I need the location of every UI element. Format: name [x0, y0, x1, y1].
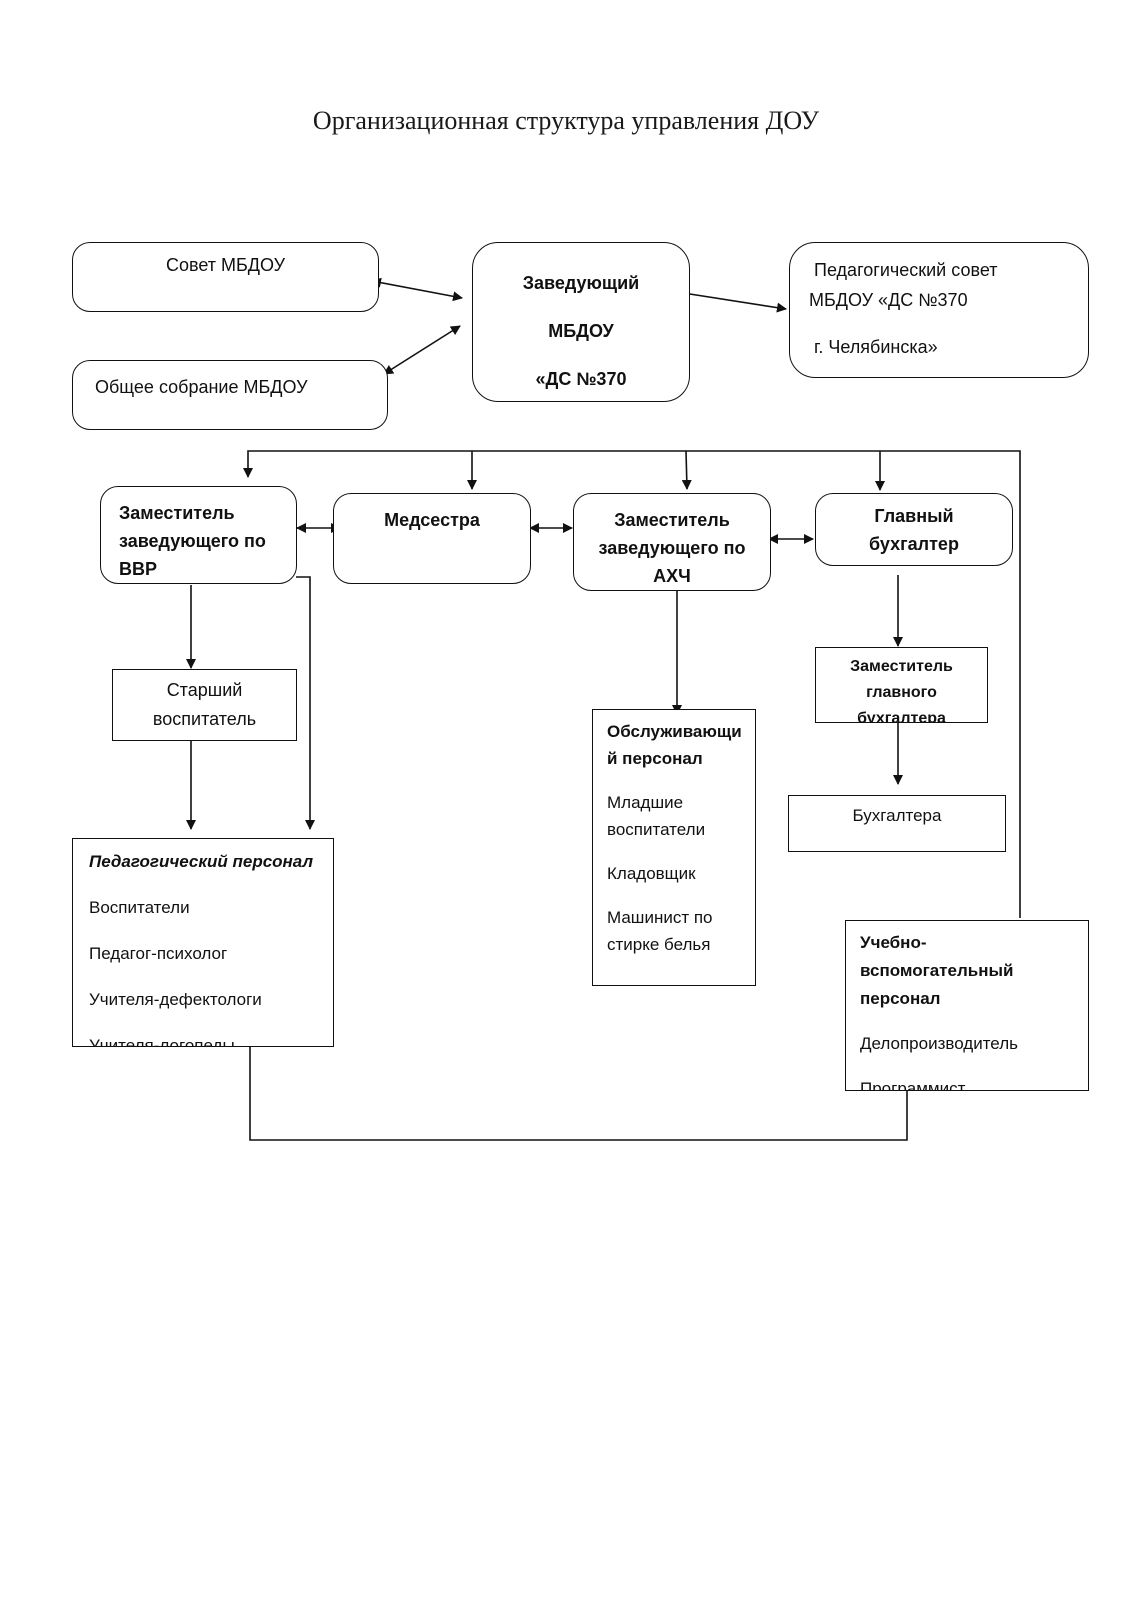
- deputy-vr-box: Заместитель заведующего по ВВР: [100, 486, 297, 584]
- support-staff-item-programmer: Программист: [860, 1079, 966, 1091]
- chief-accountant-box: Главный бухгалтер: [815, 493, 1013, 566]
- deputy-vr-line3: ВВР: [119, 559, 158, 579]
- general-meeting-box: Общее собрание МБДОУ: [72, 360, 388, 430]
- page-title: Организационная структура управления ДОУ: [312, 106, 820, 135]
- council-label: Совет МБДОУ: [165, 255, 286, 275]
- general-meeting-label: Общее собрание МБДОУ: [95, 377, 308, 397]
- pedagogical-staff-heading: Педагогический персонал: [89, 852, 314, 871]
- deputy-chief-accountant-line3: бухгалтера: [857, 710, 946, 723]
- service-staff-item-laundry: Машинист по: [607, 908, 713, 927]
- deputy-vr-line1: Заместитель: [119, 503, 235, 523]
- chief-accountant-line2: бухгалтер: [869, 534, 959, 554]
- senior-teacher-box: Старший воспитатель: [112, 669, 297, 741]
- arrow-vr-pedstaff: [296, 576, 315, 830]
- link-staffs: [249, 1043, 908, 1141]
- deputy-chief-accountant-line2: главного: [866, 684, 937, 701]
- nurse-box: Медсестра: [333, 493, 531, 584]
- arrow-head-pedcouncil: [676, 288, 787, 313]
- support-staff-item-clerk: Делопроизводитель: [860, 1034, 1018, 1053]
- service-staff-item-storekeeper: Кладовщик: [607, 864, 696, 883]
- pedagogical-staff-box: Педагогический персонал Воспитатели Педа…: [72, 838, 334, 1047]
- head-box: Заведующий МБДОУ «ДС №370: [472, 242, 690, 402]
- arrow-council-head: [371, 277, 463, 302]
- ped-council-box: Педагогический совет МБДОУ «ДС №370 г. Ч…: [789, 242, 1089, 378]
- pedagogical-staff-item: Педагог-психолог: [89, 944, 228, 963]
- head-line3: «ДС №370: [535, 369, 627, 389]
- service-staff-item-junior-teachers: Младшие: [607, 793, 684, 812]
- deputy-ahch-box: Заместитель заведующего по АХЧ: [573, 493, 771, 591]
- pedagogical-staff-item: Учителя-дефектологи: [89, 990, 262, 1009]
- service-staff-heading-line1: Обслуживающи: [607, 722, 742, 741]
- support-staff-heading-line3: персонал: [860, 989, 941, 1008]
- service-staff-item-laundry-2: стирке белья: [607, 935, 711, 954]
- senior-teacher-line1: Старший: [166, 680, 243, 700]
- deputy-chief-accountant-line1: Заместитель: [850, 658, 953, 675]
- ped-council-line2: МБДОУ «ДС №370: [809, 290, 968, 310]
- pedagogical-staff-item: Воспитатели: [89, 898, 190, 917]
- bus-drop-deputy-ahch: [681, 450, 692, 490]
- accountants-box: Бухгалтера: [788, 795, 1006, 852]
- support-staff-heading-line2: вспомогательный: [860, 961, 1014, 980]
- support-staff-heading-line1: Учебно-: [860, 933, 927, 952]
- chief-accountant-line1: Главный: [874, 506, 954, 526]
- support-staff-box: Учебно- вспомогательный персонал Делопро…: [845, 920, 1089, 1091]
- pedagogical-staff-item: Учителя-логопеды: [89, 1036, 235, 1047]
- nurse-label: Медсестра: [384, 510, 480, 530]
- deputy-ahch-line1: Заместитель: [614, 510, 730, 530]
- council-box: Совет МБДОУ: [72, 242, 379, 312]
- service-staff-box: Обслуживающи й персонал Младшие воспитат…: [592, 709, 756, 986]
- accountants-label: Бухгалтера: [852, 806, 942, 825]
- head-line2: МБДОУ: [548, 321, 614, 341]
- deputy-ahch-line2: заведующего по: [598, 538, 746, 558]
- deputy-vr-line2: заведующего по: [119, 531, 266, 551]
- head-line1: Заведующий: [522, 273, 640, 293]
- ped-council-line1: Педагогический совет: [814, 260, 998, 280]
- service-staff-item-junior-teachers-2: воспитатели: [607, 820, 706, 839]
- service-staff-heading-line2: й персонал: [607, 749, 703, 768]
- bus-line: [243, 450, 1021, 918]
- arrow-meeting-head: [383, 325, 461, 375]
- deputy-chief-accountant-box: Заместитель главного бухгалтера: [815, 647, 988, 723]
- senior-teacher-line2: воспитатель: [152, 709, 257, 729]
- ped-council-line3: г. Челябинска»: [814, 337, 938, 357]
- deputy-ahch-line3: АХЧ: [653, 566, 691, 586]
